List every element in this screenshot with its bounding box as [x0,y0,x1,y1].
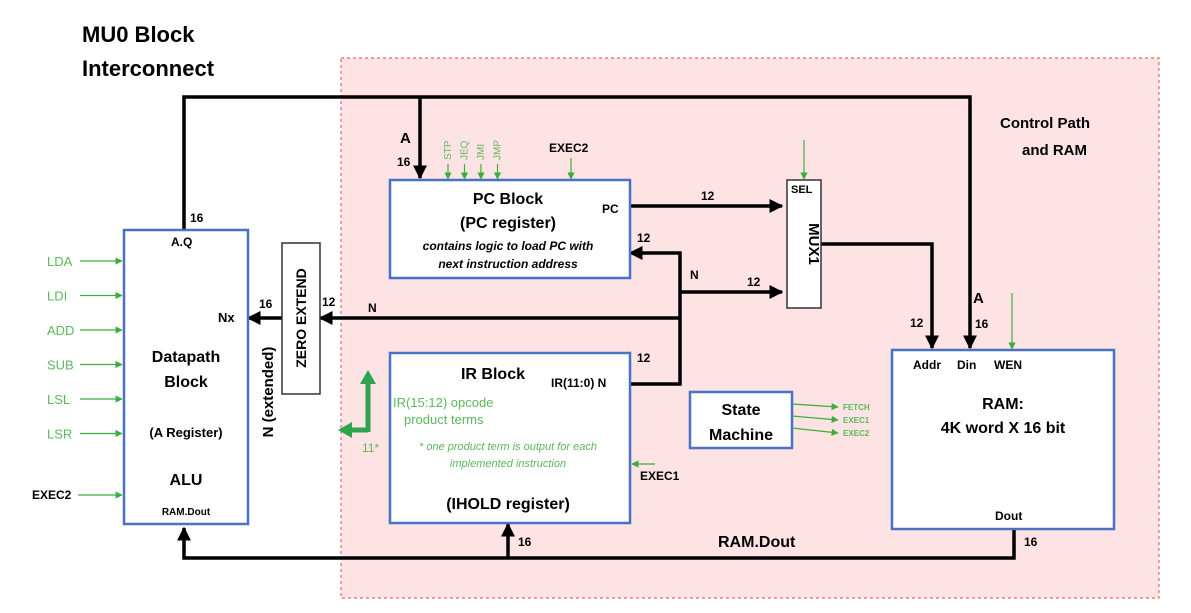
ram-port-wen: WEN [994,358,1022,372]
state-machine-line2: Machine [709,427,773,444]
ram-port-addr: Addr [913,358,941,372]
w16-ram-label: 16 [1024,535,1038,549]
datapath-register: (A Register) [149,425,222,440]
pc-input-jmi: JMI [476,144,487,160]
pc-block-title: PC Block [473,191,543,208]
ir-hold-label: (IHOLD register) [446,496,570,513]
datapath-alu: ALU [170,472,203,489]
pc-input-jmp: JMP [493,140,504,160]
ir-product-term-arrows [338,370,376,438]
ir-exec1-label: EXEC1 [640,469,680,483]
state-machine-output-arrow [791,402,839,411]
a-pc-label: A [400,130,411,147]
port-nx: Nx [218,310,235,325]
ram-dout-wire [177,526,1016,560]
ir-block [388,351,632,525]
datapath-input-lsl: LSL [47,392,70,407]
w12-pc-mux-label: 12 [701,189,715,203]
datapath-input-sub: SUB [47,358,74,373]
zero-extend-label: ZERO EXTEND [293,268,309,368]
datapath-input-lsr: LSR [47,427,72,442]
state-machine-output-exec2: EXEC2 [843,429,870,438]
w12-mux-in-label: 12 [747,275,761,289]
ir-opcode-line2: product terms [404,412,484,427]
pc-block-desc1: contains logic to load PC with [423,239,594,253]
mux-to-addr-wire [821,242,939,350]
pc-block [388,178,632,280]
datapath-title1: Datapath [152,349,220,366]
datapath-input-lda: LDA [47,254,73,269]
pc-input-jeq: JEQ [460,140,471,160]
diagram-title-line1: MU0 Block [82,22,195,47]
port-ramdout: RAM.Dout [162,507,211,518]
datapath-title2: Block [164,374,208,391]
ir-note-line2: implemented instruction [450,458,566,470]
ram-title-line2: 4K word X 16 bit [941,420,1066,437]
mux-block [786,179,822,309]
ir-output-width: 11* [362,441,379,455]
state-machine-line1: State [721,402,760,419]
pc-exec2-label: EXEC2 [549,141,589,155]
ram-title-line1: RAM: [982,396,1024,413]
ram-dout-bus-label: RAM.Dout [718,534,796,551]
n-ze-label: N [368,301,377,315]
n-mux-label: N [690,268,699,282]
ir-opcode-line1: IR(15:12) opcode [393,395,493,410]
pc-block-desc2: next instruction address [438,257,578,271]
pc-inputs: STP JEQ JMI JMP [443,140,504,180]
w16-aq-label: 16 [190,211,204,225]
w12-ze-label: 12 [322,295,336,309]
state-machine-output-arrow [791,427,839,436]
state-machine-output-exec1: EXEC1 [843,416,870,425]
n-extended-label: N (extended) [260,347,277,438]
w12-addr-label: 12 [910,316,924,330]
w12-pc-in-label: 12 [637,231,651,245]
datapath-input-add: ADD [47,323,74,338]
mux-sel-label: SEL [791,184,813,196]
region-label-line2: and RAM [1022,142,1087,159]
state-machine-output-fetch: FETCH [843,403,870,412]
ir-note-line1: * one product term is output for each [419,441,597,453]
port-aq: A.Q [171,235,192,249]
mux-label: MUX1 [805,223,822,265]
ram-port-din: Din [957,358,976,372]
ir-port-label: IR(11:0) N [551,376,606,390]
w12-ir-label: 12 [637,351,651,365]
pc-input-stp: STP [443,140,454,160]
ir-block-title: IR Block [461,366,525,383]
state-machine-block [688,390,794,450]
ram-block [890,348,1116,531]
datapath-input-ldi: LDI [47,289,67,304]
port-pc: PC [602,202,619,216]
region-label-line1: Control Path [1000,115,1090,132]
w16-din-label: 16 [975,317,989,331]
pc-block-subtitle: (PC register) [460,215,556,232]
w16-ir-in-label: 16 [518,535,532,549]
datapath-block [122,228,250,526]
a-din-label: A [973,290,984,307]
w16-pc-label: 16 [397,155,411,169]
zero-extend-block [281,242,321,395]
diagram-title-line2: Interconnect [82,56,215,81]
state-machine-output-arrow [791,415,839,424]
datapath-exec2-label: EXEC2 [32,488,72,502]
w16-nx-label: 16 [259,297,273,311]
datapath-inputs: LDA LDI ADD SUB LSL LSR [47,254,123,442]
a-bus-wire [182,95,977,350]
ram-port-dout: Dout [995,509,1022,523]
